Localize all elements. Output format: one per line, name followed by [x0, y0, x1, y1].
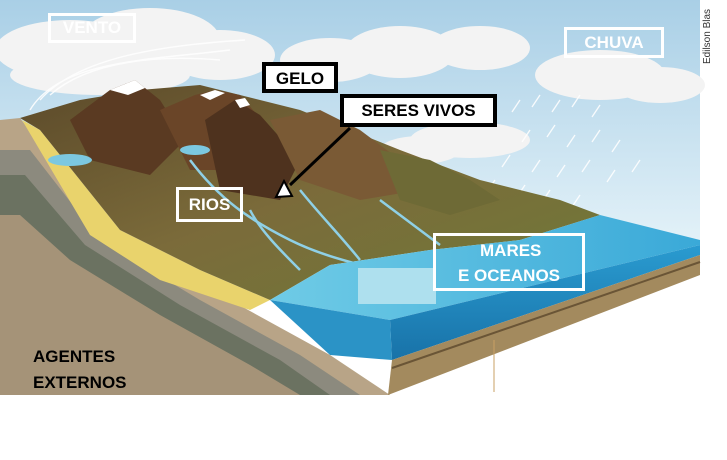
sand-layer: [22, 120, 270, 310]
label-mares-line2: E OCEANOS: [457, 266, 561, 285]
label-agentes-line1: AGENTES: [33, 347, 116, 366]
pointer-arrow-head: [274, 178, 294, 199]
label-vento: VENTO: [48, 13, 136, 43]
seabed: [388, 255, 700, 395]
sea-overlay: [358, 268, 436, 304]
label-rios: RIOS: [176, 187, 243, 222]
lake: [180, 145, 210, 155]
ocean-front: [270, 300, 392, 360]
label-gelo: GELO: [262, 62, 338, 93]
rock-layer-lower: [0, 215, 300, 395]
pointer-arrow-line: [288, 126, 352, 187]
label-agentes-line2: EXTERNOS: [33, 373, 127, 392]
label-agentes-externos: AGENTES EXTERNOS: [33, 344, 127, 396]
label-seres-vivos: SERES VIVOS: [340, 94, 497, 127]
lake: [48, 154, 92, 166]
ocean-side: [390, 245, 700, 360]
image-credit: Edilson Blas: [702, 8, 713, 64]
wind-lines: [29, 39, 246, 111]
label-chuva: CHUVA: [564, 27, 664, 58]
label-mares-line1: MARES: [480, 241, 542, 260]
label-mares-oceanos: MARES E OCEANOS: [433, 233, 585, 291]
seabed-dark-line: [391, 261, 701, 369]
